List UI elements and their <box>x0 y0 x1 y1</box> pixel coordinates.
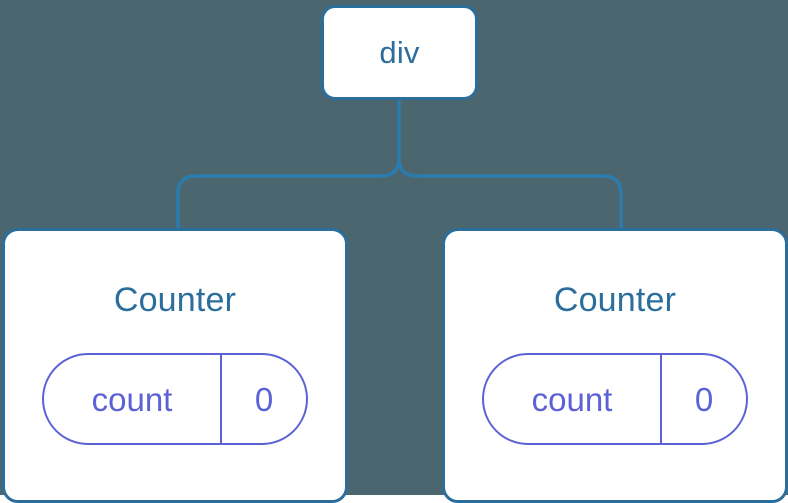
state-key-left: count <box>91 380 173 418</box>
edge-root-to-right-counter <box>397 98 623 232</box>
node-counter-left[interactable]: Counter count 0 <box>2 228 348 503</box>
state-key-right: count <box>531 380 613 418</box>
node-div-label: div <box>379 35 420 70</box>
state-value-right: 0 <box>660 355 746 443</box>
state-pill-left[interactable]: count 0 <box>42 353 308 445</box>
node-div[interactable]: div <box>321 5 478 100</box>
state-pill-right[interactable]: count 0 <box>482 353 748 445</box>
edge-root-to-left-counter <box>176 98 401 232</box>
state-value-left: 0 <box>220 355 306 443</box>
node-counter-left-label: Counter <box>113 281 237 319</box>
node-counter-right[interactable]: Counter count 0 <box>442 228 788 503</box>
node-counter-right-label: Counter <box>553 281 677 319</box>
